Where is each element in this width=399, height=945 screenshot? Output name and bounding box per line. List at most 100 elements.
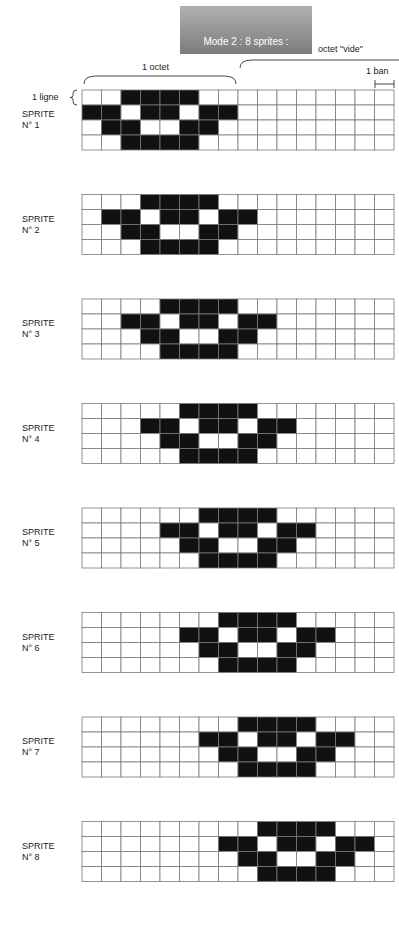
pixel-off [82,762,102,777]
pixel-off [258,404,278,419]
pixel-off [355,240,375,255]
pixel-off [297,90,317,105]
pixel-off [160,538,180,553]
pixel-off [375,344,395,359]
pixel-off [121,747,141,762]
pixel-on [258,867,278,882]
pixel-off [102,299,122,314]
pixel-on [199,344,219,359]
pixel-off [297,120,317,135]
pixel-off [180,643,200,658]
pixel-off [316,210,336,225]
pixel-on [238,717,258,732]
pixel-off [258,643,278,658]
pixel-on [121,90,141,105]
pixel-on [180,240,200,255]
pixel-on [238,404,258,419]
pixel-on [141,419,161,434]
pixel-off [336,643,356,658]
pixel-off [336,538,356,553]
pixel-off [316,434,336,449]
pixel-off [141,643,161,658]
pixel-on [219,658,239,673]
pixel-on [102,105,122,120]
pixel-off [258,523,278,538]
pixel-off [375,747,395,762]
pixel-off [238,822,258,837]
pixel-on [277,613,297,628]
pixel-off [199,822,219,837]
pixel-off [375,195,395,210]
pixel-on [160,90,180,105]
pixel-off [121,523,141,538]
pixel-on [238,508,258,523]
pixel-off [141,852,161,867]
pixel-off [199,852,219,867]
pixel-off [160,837,180,852]
pixel-off [102,419,122,434]
pixel-off [316,837,336,852]
pixel-on [199,314,219,329]
pixel-on [199,120,219,135]
pixel-on [199,225,219,240]
pixel-off [121,732,141,747]
pixel-off [258,120,278,135]
pixel-off [375,135,395,150]
pixel-off [121,434,141,449]
pixel-off [180,717,200,732]
pixel-off [121,628,141,643]
pixel-on [180,90,200,105]
pixel-off [336,523,356,538]
pixel-off [355,225,375,240]
sprite-label: SPRITE N° 2 [22,214,62,236]
pixel-off [238,538,258,553]
pixel-off [375,538,395,553]
pixel-off [199,210,219,225]
pixel-off [355,105,375,120]
pixel-on [238,523,258,538]
pixel-off [316,553,336,568]
pixel-off [336,762,356,777]
pixel-off [199,867,219,882]
dimension-label: 1 ban [366,66,389,77]
pixel-on [219,404,239,419]
pixel-off [277,329,297,344]
pixel-off [355,90,375,105]
pixel-off [336,105,356,120]
pixel-off [277,210,297,225]
pixel-on [297,628,317,643]
pixel-off [199,434,219,449]
pixel-off [160,717,180,732]
pixel-off [238,225,258,240]
pixel-on [160,135,180,150]
pixel-off [121,299,141,314]
pixel-off [355,523,375,538]
pixel-off [219,717,239,732]
pixel-off [355,852,375,867]
pixel-on [121,314,141,329]
sprite-label: SPRITE N° 1 [22,109,62,131]
pixel-off [82,553,102,568]
pixel-off [336,90,356,105]
pixel-off [316,538,336,553]
pixel-off [219,434,239,449]
pixel-on [277,717,297,732]
pixel-off [82,732,102,747]
pixel-on [180,449,200,464]
pixel-off [82,419,102,434]
pixel-off [375,717,395,732]
pixel-off [355,747,375,762]
pixel-on [102,210,122,225]
pixel-off [102,613,122,628]
pixel-on [141,105,161,120]
pixel-off [82,329,102,344]
pixel-off [277,434,297,449]
pixel-off [219,867,239,882]
pixel-off [277,105,297,120]
pixel-off [199,717,219,732]
pixel-off [102,240,122,255]
pixel-off [199,747,219,762]
pixel-on [277,822,297,837]
pixel-off [238,120,258,135]
pixel-off [82,837,102,852]
